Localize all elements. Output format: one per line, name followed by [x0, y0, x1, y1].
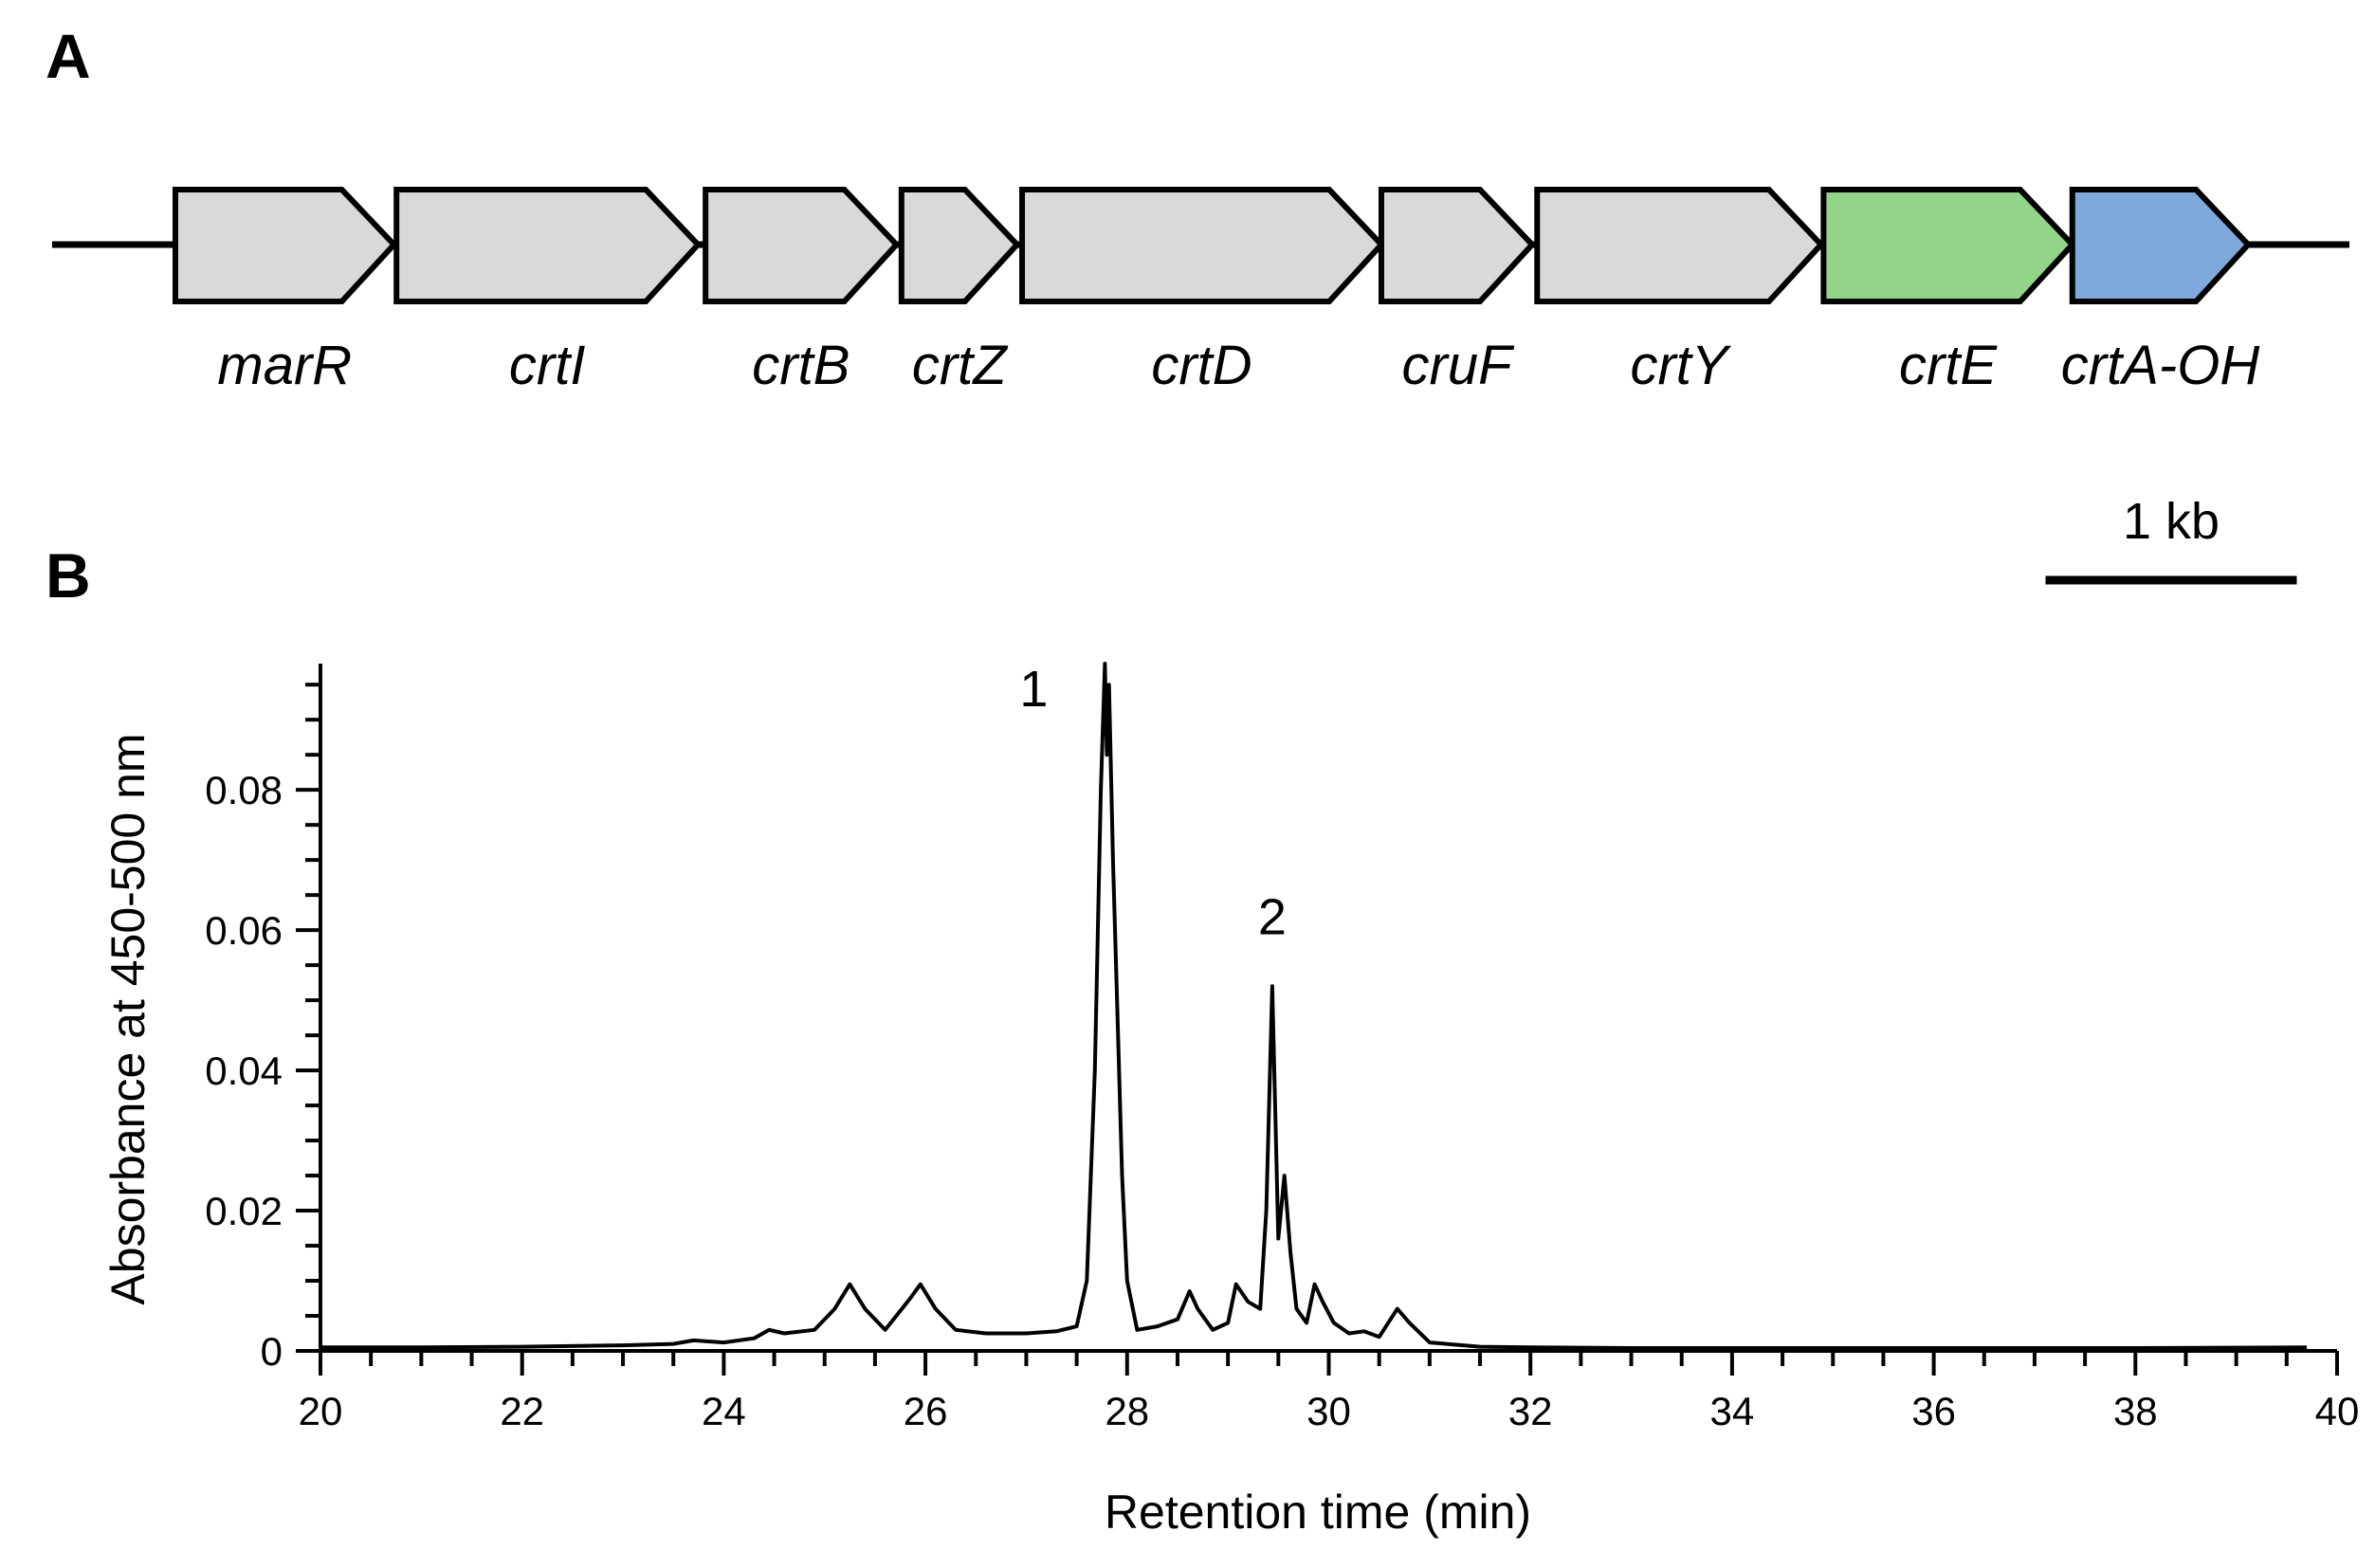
peak-annotations: 12: [1019, 661, 1287, 945]
gene-arrow-crtE: [1820, 187, 2076, 304]
y-tick-label: 0.04: [205, 1048, 283, 1093]
x-tick-label: 24: [702, 1389, 746, 1433]
peak-label-1: 1: [1019, 661, 1048, 718]
gene-arrow-crtB: [703, 187, 901, 304]
gene-arrow-crtA-OH: [2069, 187, 2253, 304]
x-tick-label: 36: [1911, 1389, 1956, 1433]
gene-arrow-cruF: [1379, 187, 1537, 304]
y-axis-title: Absorbance at 450-500 nm: [101, 733, 155, 1304]
gene-arrow-crtY: [1534, 187, 1825, 304]
x-tick-label: 38: [2113, 1389, 2158, 1433]
gene-cluster: marR crtI crtB crtZ crtD cruF crtY crtE crtA-OH: [173, 187, 2260, 396]
x-tick-label: 22: [500, 1389, 544, 1433]
x-tick-label: 30: [1306, 1389, 1351, 1433]
scale-bar-label: 1 kb: [2123, 493, 2220, 550]
panel-a-label: A: [46, 21, 91, 91]
gene-label-crtZ: crtZ: [912, 335, 1009, 396]
y-tick-label: 0.06: [205, 908, 283, 953]
gene-label-crtY: crtY: [1630, 335, 1731, 396]
gene-label-crtB: crtB: [752, 335, 850, 396]
x-axis-title: Retention time (min): [1105, 1486, 1531, 1539]
chromatogram-trace: [320, 662, 2308, 1350]
gene-label-crtE: crtE: [1899, 335, 1998, 396]
gene-label-crtD: crtD: [1151, 335, 1251, 396]
x-tick-label: 32: [1508, 1389, 1553, 1433]
gene-arrow-crtI: [393, 187, 703, 304]
x-tick-label: 34: [1710, 1389, 1755, 1433]
x-tick-label: 20: [299, 1389, 343, 1433]
gene-arrow-crtD: [1019, 187, 1386, 304]
chart-axes: [319, 664, 2337, 1353]
y-tick-label: 0.08: [205, 768, 283, 812]
chart-ticks: 20 22 24 26 28 30 32 34 36 38 40 0 0.02 0.04 0.06 0.08: [205, 683, 2360, 1433]
y-tick-label: 0: [261, 1329, 283, 1374]
gene-arrow-marR: [173, 187, 398, 304]
gene-label-crtI: crtI: [509, 335, 586, 396]
x-tick-label: 26: [904, 1389, 948, 1433]
gene-label-marR: marR: [217, 335, 352, 396]
x-tick-label: 28: [1105, 1389, 1149, 1433]
peak-label-2: 2: [1258, 888, 1287, 945]
gene-label-crtA-OH: crtA-OH: [2061, 335, 2260, 396]
scale-bar: 1 kb: [2045, 493, 2297, 585]
gene-arrow-crtZ: [898, 187, 1021, 304]
y-tick-label: 0.02: [205, 1189, 283, 1233]
panel-b-label: B: [46, 540, 91, 611]
x-tick-label: 40: [2315, 1389, 2360, 1433]
gene-label-cruF: cruF: [1402, 335, 1516, 396]
